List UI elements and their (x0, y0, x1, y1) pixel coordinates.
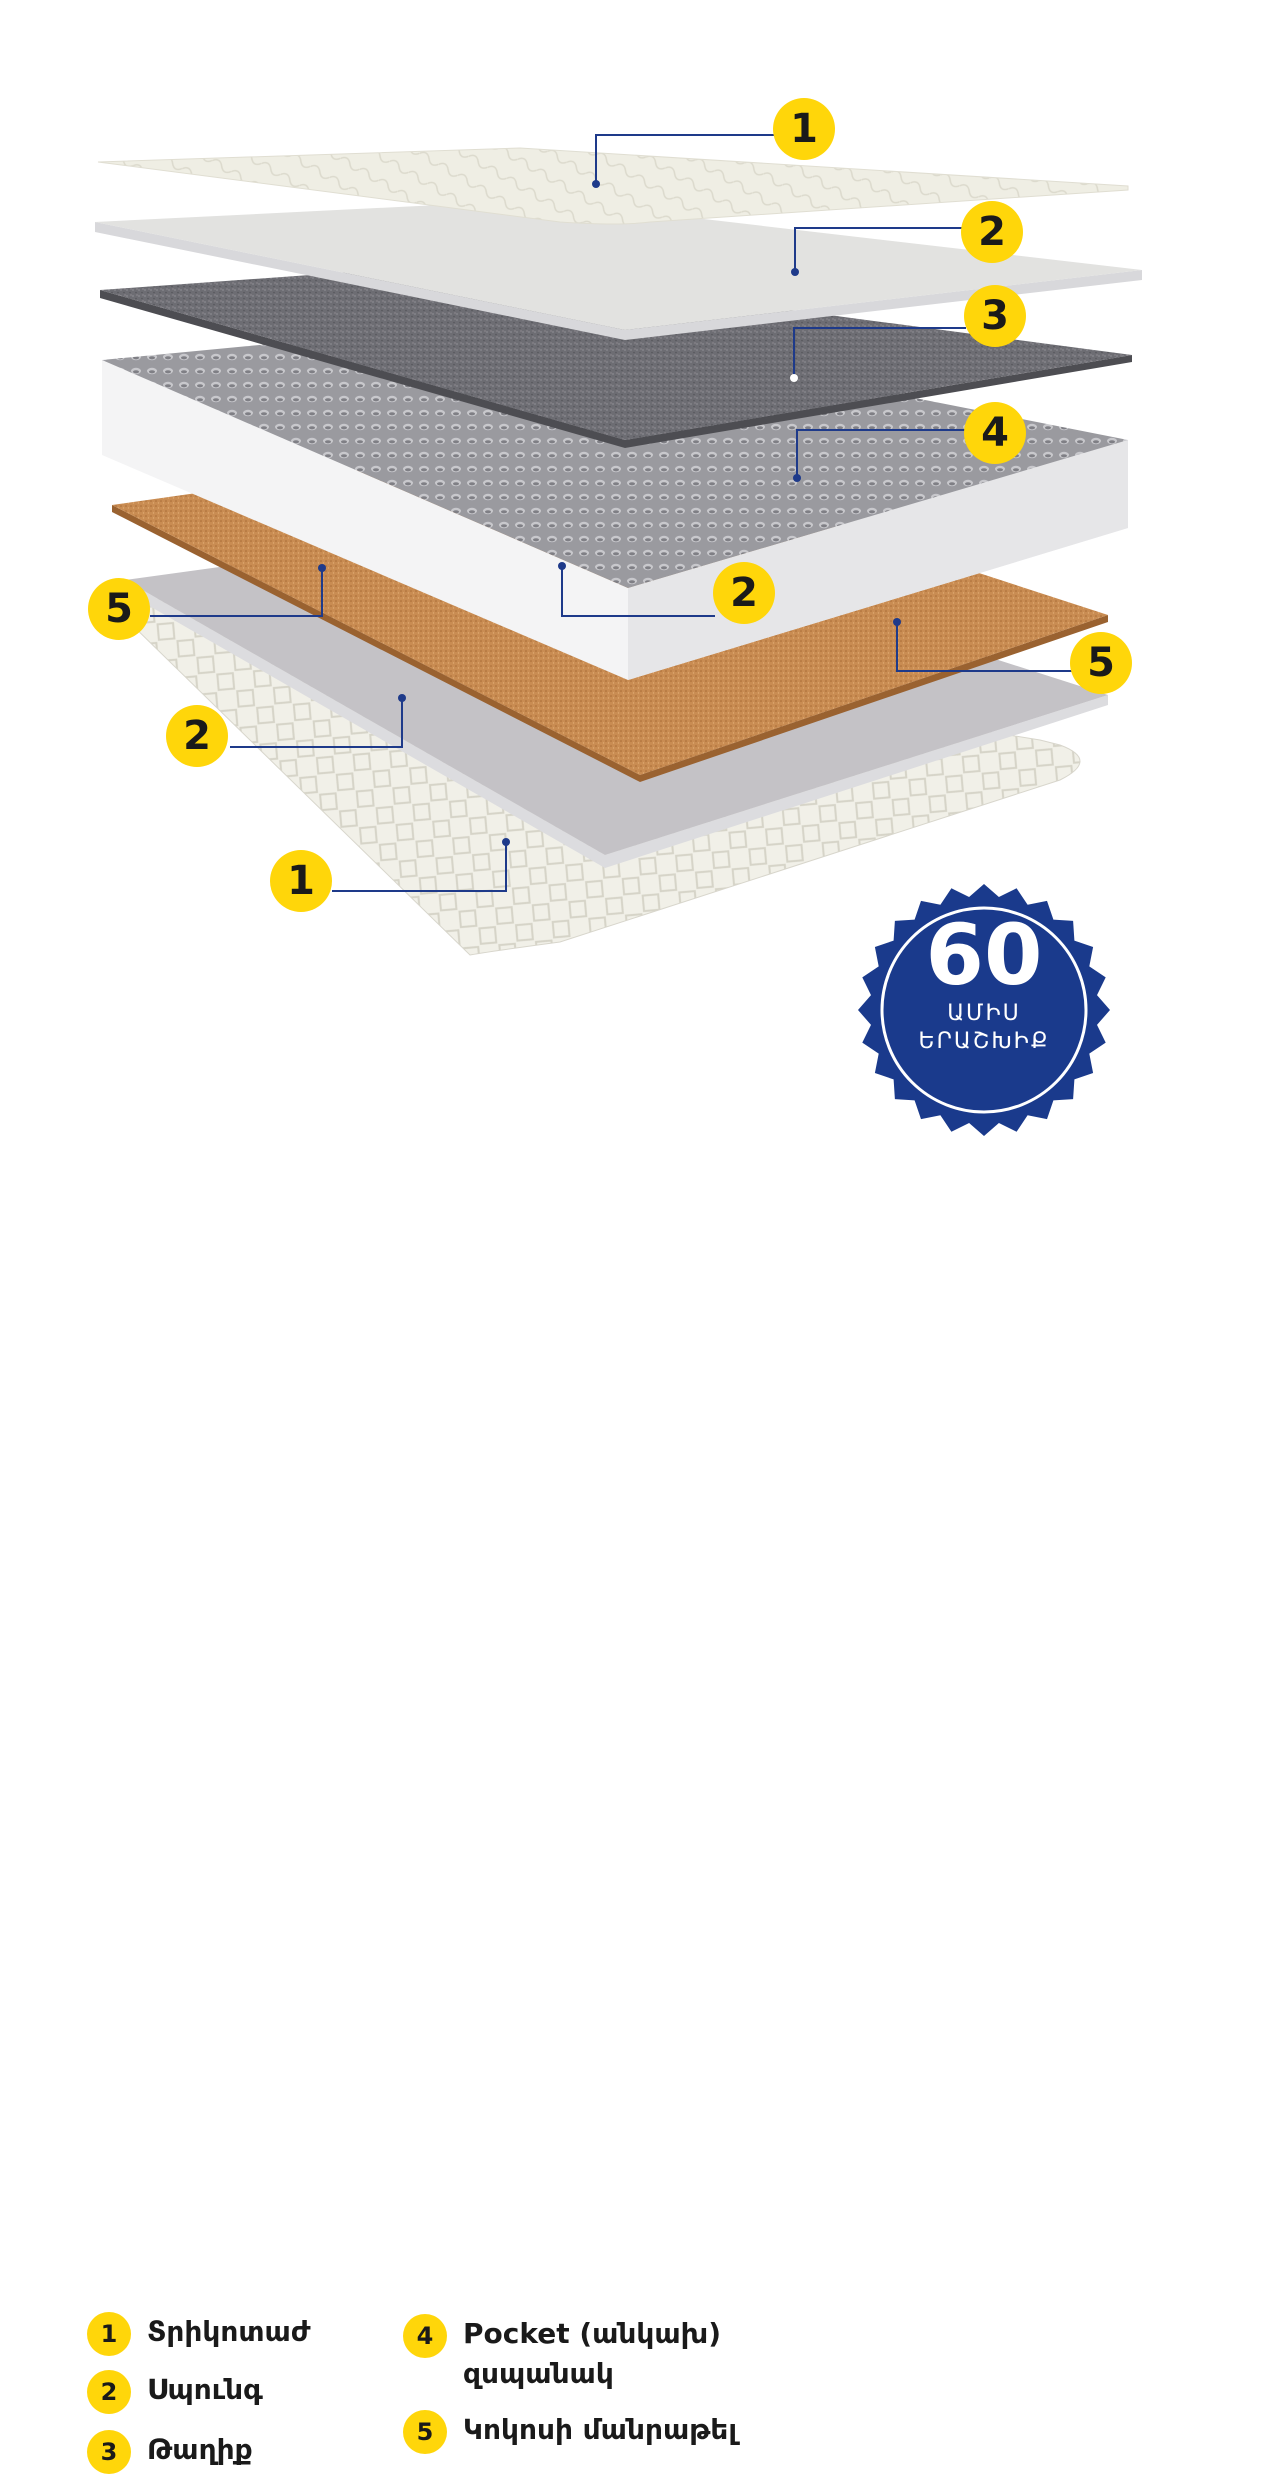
callout-badge-4: 4 (964, 402, 1026, 464)
felt-layer (100, 265, 1132, 448)
legend-item-4: 4 Pocket (անկախ) զսպանակ (403, 2314, 721, 2394)
seal-number: 60 (925, 906, 1043, 1004)
legend-item-5: 5 Կոկոսի մանրաթել (403, 2410, 737, 2454)
callout-badge-5-left: 5 (88, 578, 150, 640)
callout-badge-2-side: 2 (713, 562, 775, 624)
seal-line2: ԵՐԱՇԽԻՔ (918, 1029, 1050, 1054)
leader-lines (150, 134, 1072, 892)
guarantee-seal (858, 884, 1110, 1136)
legend-label-4-line1: Pocket (անկախ) (463, 2317, 722, 2350)
top-knit-layer (97, 147, 1129, 225)
legend-label-2: Սպունգ (147, 2373, 263, 2406)
legend-label-5: Կոկոսի մանրաթել (463, 2413, 738, 2446)
legend-label-4-line2: զսպանակ (463, 2357, 614, 2390)
seal-inner-ring (880, 906, 1088, 1114)
callout-badge-5-right: 5 (1070, 632, 1132, 694)
callout-badge-2-top: 2 (961, 201, 1023, 263)
legend-item-3: 3 Թաղիք (87, 2430, 253, 2474)
callout-badge-3: 3 (964, 285, 1026, 347)
legend-badge-3: 3 (87, 2430, 131, 2474)
legend-label-4: Pocket (անկախ) զսպանակ (463, 2314, 721, 2394)
legend-badge-1: 1 (87, 2312, 131, 2356)
legend-label-1: Տրիկոտաժ (147, 2315, 311, 2348)
top-foam-layer (95, 200, 1142, 340)
legend-badge-5: 5 (403, 2410, 447, 2454)
legend-badge-4: 4 (403, 2314, 447, 2358)
legend-badge-2: 2 (87, 2370, 131, 2414)
legend-item-2: 2 Սպունգ (87, 2370, 263, 2414)
callout-badge-2-bottom: 2 (166, 705, 228, 767)
seal-line1: ԱՄԻՍ (947, 1001, 1021, 1026)
leader-dots (318, 180, 901, 846)
callout-badge-1-bottom: 1 (270, 850, 332, 912)
callout-badge-1-top: 1 (773, 98, 835, 160)
seal-text: 60 ԱՄԻՍ ԵՐԱՇԽԻՔ (884, 910, 1084, 1056)
mattress-illustration (95, 134, 1142, 1136)
seal-badge-shape (858, 884, 1110, 1136)
legend-item-1: 1 Տրիկոտաժ (87, 2312, 311, 2356)
legend-label-3: Թաղիք (147, 2433, 253, 2466)
mattress-layers-diagram: 1 2 3 4 5 2 5 2 1 60 ԱՄԻՍ ԵՐԱՇԽԻՔ 1 Տրիկ… (87, 98, 1142, 2474)
